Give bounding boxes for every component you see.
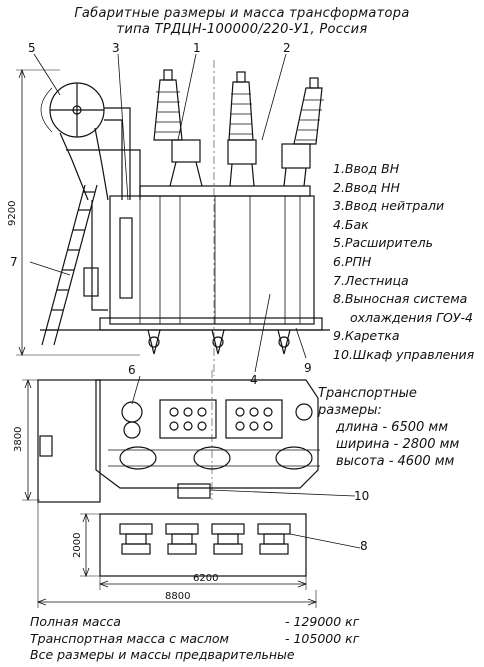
preliminary-note: Все размеры и массы предварительные xyxy=(30,647,295,662)
legend-item: 10.Шкаф управления xyxy=(333,346,475,362)
tank-body xyxy=(109,195,315,325)
front-view xyxy=(16,53,330,376)
legend-item: 1.Ввод ВН xyxy=(333,161,400,176)
callout-8: 8 xyxy=(360,539,368,553)
legend-item: 9.Каретка xyxy=(333,328,400,344)
callout-1: 1 xyxy=(193,41,201,55)
legend-item: 3.Ввод нейтрали xyxy=(333,198,445,214)
callout-3: 3 xyxy=(112,41,120,55)
legend-item: 4.Бак xyxy=(333,216,369,232)
transport-mass-label: Транспортная масса с маслом xyxy=(30,630,229,646)
legend-list: 1.Ввод ВН 2.Ввод НН 3.Ввод нейтрали 4.Ба… xyxy=(333,160,474,365)
plan-view xyxy=(22,370,356,503)
legend-item: 5.Расширитель xyxy=(333,235,433,251)
transport-mass-value: - 105000 кг xyxy=(285,630,360,646)
control-cabinet xyxy=(177,483,211,499)
title-line-1: Габаритные размеры и масса трансформатор… xyxy=(74,6,410,21)
full-mass-label: Полная масса xyxy=(30,614,121,629)
bushing-hv xyxy=(153,69,203,187)
mass-info: Полная масса - 129000 кг Транспортная ма… xyxy=(30,614,359,664)
dim-total-length: 8800 xyxy=(165,591,190,602)
title-line-2: типа ТРДЦН-100000/220-У1, Россия xyxy=(116,22,368,37)
bushing-middle xyxy=(227,71,257,187)
dim-cooler-length: 6200 xyxy=(193,573,218,584)
full-mass-value: - 129000 кг xyxy=(285,614,360,629)
legend-item: 6.РПН xyxy=(333,253,372,269)
dim-width: 3800 xyxy=(13,427,24,452)
cooler-view xyxy=(36,500,361,608)
callout-7: 7 xyxy=(10,255,18,269)
transport-row: высота - 4600 мм xyxy=(336,454,455,469)
legend-item: охлаждения ГОУ-4 xyxy=(350,309,473,325)
callout-2: 2 xyxy=(283,41,291,55)
ladder xyxy=(41,184,98,346)
legend-item: 2.Ввод НН xyxy=(333,179,400,195)
transport-heading: Транспортные размеры: xyxy=(318,386,417,418)
callout-5: 5 xyxy=(28,41,36,55)
callout-9: 9 xyxy=(304,361,312,375)
legend-item: 7.Лестница xyxy=(333,272,409,288)
bushing-lv xyxy=(281,77,324,187)
callout-4: 4 xyxy=(250,373,258,387)
callout-10: 10 xyxy=(354,489,369,503)
dim-cooler-width: 2000 xyxy=(72,533,83,558)
transport-row: длина - 6500 мм xyxy=(336,420,448,435)
dim-height: 9200 xyxy=(7,201,18,226)
transport-row: ширина - 2800 мм xyxy=(336,437,460,452)
transport-dimensions: Транспортные размеры: длина - 6500 мм ши… xyxy=(318,385,484,470)
legend-item: 8.Выносная система xyxy=(333,291,468,307)
callout-6: 6 xyxy=(128,363,136,377)
